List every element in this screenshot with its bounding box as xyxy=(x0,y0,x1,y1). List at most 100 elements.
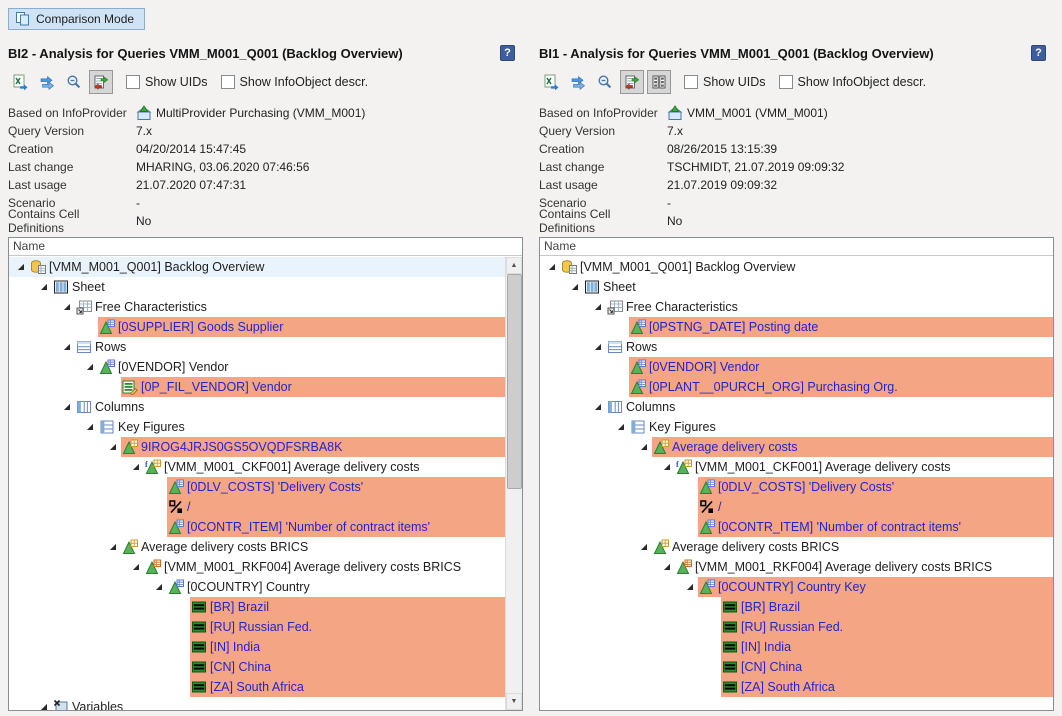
tree-row[interactable]: ◢Sheet xyxy=(9,277,505,297)
tree-row[interactable]: [RU] Russian Fed. xyxy=(540,617,1053,637)
checkbox-box[interactable] xyxy=(221,75,235,89)
info-label: Contains Cell Definitions xyxy=(539,207,667,235)
tree-row[interactable]: ◢[VMM_M001_Q001] Backlog Overview xyxy=(9,257,505,277)
checkbox-box[interactable] xyxy=(126,75,140,89)
tree-row[interactable]: ◢Columns xyxy=(540,397,1053,417)
tree-row[interactable]: [0DLV_COSTS] 'Delivery Costs' xyxy=(9,477,505,497)
export-excel-button[interactable] xyxy=(539,70,563,94)
help-icon[interactable]: ? xyxy=(1031,45,1046,61)
tree-row-content: f[VMM_M001_CKF001] Average delivery cost… xyxy=(675,457,1053,477)
expander-icon[interactable]: ◢ xyxy=(61,397,73,417)
tree-row[interactable]: ◢[VMM_M001_Q001] Backlog Overview xyxy=(540,257,1053,277)
tree-row[interactable]: [0PLANT__0PURCH_ORG] Purchasing Org. xyxy=(540,377,1053,397)
tree-row[interactable]: ◢9IROG4JRJS0GS5OVQDFSRBA8K xyxy=(9,437,505,457)
tree-row[interactable]: [CN] China xyxy=(540,657,1053,677)
tree-row[interactable]: ◢Key Figures xyxy=(9,417,505,437)
expander-icon[interactable]: ◢ xyxy=(661,457,673,477)
expander-icon[interactable]: ◢ xyxy=(61,297,73,317)
tree-row[interactable]: / xyxy=(9,497,505,517)
checkbox-box[interactable] xyxy=(779,75,793,89)
help-icon[interactable]: ? xyxy=(500,45,515,61)
expander-icon[interactable]: ◢ xyxy=(107,537,119,557)
expander-icon[interactable]: ◢ xyxy=(38,277,50,297)
tree-row[interactable]: [BR] Brazil xyxy=(9,597,505,617)
tree-row[interactable]: [0VENDOR] Vendor xyxy=(540,357,1053,377)
tree-row[interactable]: [IN] India xyxy=(540,637,1053,657)
expander-icon[interactable]: ◢ xyxy=(638,537,650,557)
tree-row[interactable]: [0CONTR_ITEM] 'Number of contract items' xyxy=(540,517,1053,537)
expander-icon[interactable]: ◢ xyxy=(569,277,581,297)
expander-icon[interactable]: ◢ xyxy=(661,557,673,577)
checkbox-show-infoobject-descr-[interactable]: Show InfoObject descr. xyxy=(221,75,369,89)
tree-row[interactable]: ◢Free Characteristics xyxy=(9,297,505,317)
comparison-mode-button[interactable]: Comparison Mode xyxy=(8,8,145,30)
tree-row[interactable]: [RU] Russian Fed. xyxy=(9,617,505,637)
expander-icon[interactable]: ◢ xyxy=(615,417,627,437)
tree-row[interactable]: ◢[0COUNTRY] Country Key xyxy=(540,577,1053,597)
expander-icon[interactable]: ◢ xyxy=(592,337,604,357)
tree-row[interactable]: ◢[0COUNTRY] Country xyxy=(9,577,505,597)
side-by-side-button[interactable] xyxy=(647,70,671,94)
expander-icon[interactable]: ◢ xyxy=(684,577,696,597)
expander-icon[interactable]: ◢ xyxy=(15,257,27,277)
expander-icon[interactable]: ◢ xyxy=(592,397,604,417)
tree-row[interactable]: ◢Rows xyxy=(540,337,1053,357)
tree-row[interactable]: [BR] Brazil xyxy=(540,597,1053,617)
characteristic-icon xyxy=(99,319,115,335)
checkbox-show-uids[interactable]: Show UIDs xyxy=(684,75,766,89)
tree-row[interactable]: ◢Sheet xyxy=(540,277,1053,297)
tree-row[interactable]: ◢[VMM_M001_RKF004] Average delivery cost… xyxy=(540,557,1053,577)
expander-icon[interactable]: ◢ xyxy=(153,577,165,597)
excel-export-icon xyxy=(12,74,28,90)
checkbox-show-uids[interactable]: Show UIDs xyxy=(126,75,208,89)
expander-icon[interactable]: ◢ xyxy=(38,697,50,710)
tree-row-content: Average delivery costs BRICS xyxy=(652,537,1053,557)
zoom-out-button[interactable] xyxy=(62,70,86,94)
scrollbar-thumb[interactable] xyxy=(507,274,522,489)
expander-icon[interactable]: ◢ xyxy=(638,437,650,457)
tree-row[interactable]: ◢[VMM_M001_RKF004] Average delivery cost… xyxy=(9,557,505,577)
tree-row[interactable]: [ZA] South Africa xyxy=(9,677,505,697)
expander-icon[interactable]: ◢ xyxy=(107,437,119,457)
tree-row[interactable]: [0CONTR_ITEM] 'Number of contract items' xyxy=(9,517,505,537)
tree-row[interactable]: [ZA] South Africa xyxy=(540,677,1053,697)
tree-row[interactable]: ◢Columns xyxy=(9,397,505,417)
query-tree: Name ◢[VMM_M001_Q001] Backlog Overview◢S… xyxy=(8,237,523,711)
vertical-scrollbar[interactable]: ▲ ▼ xyxy=(505,257,522,710)
tree-row[interactable]: ◢Free Characteristics xyxy=(540,297,1053,317)
checkbox-show-infoobject-descr-[interactable]: Show InfoObject descr. xyxy=(779,75,927,89)
expander-icon[interactable]: ◢ xyxy=(130,557,142,577)
expander-icon[interactable]: ◢ xyxy=(61,337,73,357)
tree-row[interactable]: [0SUPPLIER] Goods Supplier xyxy=(9,317,505,337)
compare-view-button[interactable] xyxy=(620,70,644,94)
expander-icon[interactable]: ◢ xyxy=(592,297,604,317)
tree-row[interactable]: [CN] China xyxy=(9,657,505,677)
tree-row[interactable]: [0P_FIL_VENDOR] Vendor xyxy=(9,377,505,397)
expander-icon[interactable]: ◢ xyxy=(84,357,96,377)
tree-row[interactable]: ◢f[VMM_M001_CKF001] Average delivery cos… xyxy=(9,457,505,477)
tree-row[interactable]: [0DLV_COSTS] 'Delivery Costs' xyxy=(540,477,1053,497)
tree-row[interactable]: ◢Variables xyxy=(9,697,505,710)
export-excel-button[interactable] xyxy=(8,70,32,94)
checkbox-box[interactable] xyxy=(684,75,698,89)
scroll-down-button[interactable]: ▼ xyxy=(506,693,522,710)
tree-row[interactable]: ◢Average delivery costs BRICS xyxy=(9,537,505,557)
swap-queries-button[interactable] xyxy=(35,70,59,94)
expander-icon[interactable]: ◢ xyxy=(84,417,96,437)
tree-row[interactable]: ◢f[VMM_M001_CKF001] Average delivery cos… xyxy=(540,457,1053,477)
scroll-up-button[interactable]: ▲ xyxy=(506,257,522,274)
info-row: Last changeMHARING, 03.06.2020 07:46:56 xyxy=(8,158,523,176)
tree-row[interactable]: ◢Average delivery costs BRICS xyxy=(540,537,1053,557)
tree-row[interactable]: ◢Average delivery costs xyxy=(540,437,1053,457)
tree-row[interactable]: / xyxy=(540,497,1053,517)
tree-row[interactable]: [0PSTNG_DATE] Posting date xyxy=(540,317,1053,337)
tree-row[interactable]: [IN] India xyxy=(9,637,505,657)
zoom-out-button[interactable] xyxy=(593,70,617,94)
expander-icon[interactable]: ◢ xyxy=(546,257,558,277)
tree-row[interactable]: ◢Key Figures xyxy=(540,417,1053,437)
expander-icon[interactable]: ◢ xyxy=(130,457,142,477)
tree-row[interactable]: ◢[0VENDOR] Vendor xyxy=(9,357,505,377)
tree-row[interactable]: ◢Rows xyxy=(9,337,505,357)
swap-queries-button[interactable] xyxy=(566,70,590,94)
compare-view-button[interactable] xyxy=(89,70,113,94)
